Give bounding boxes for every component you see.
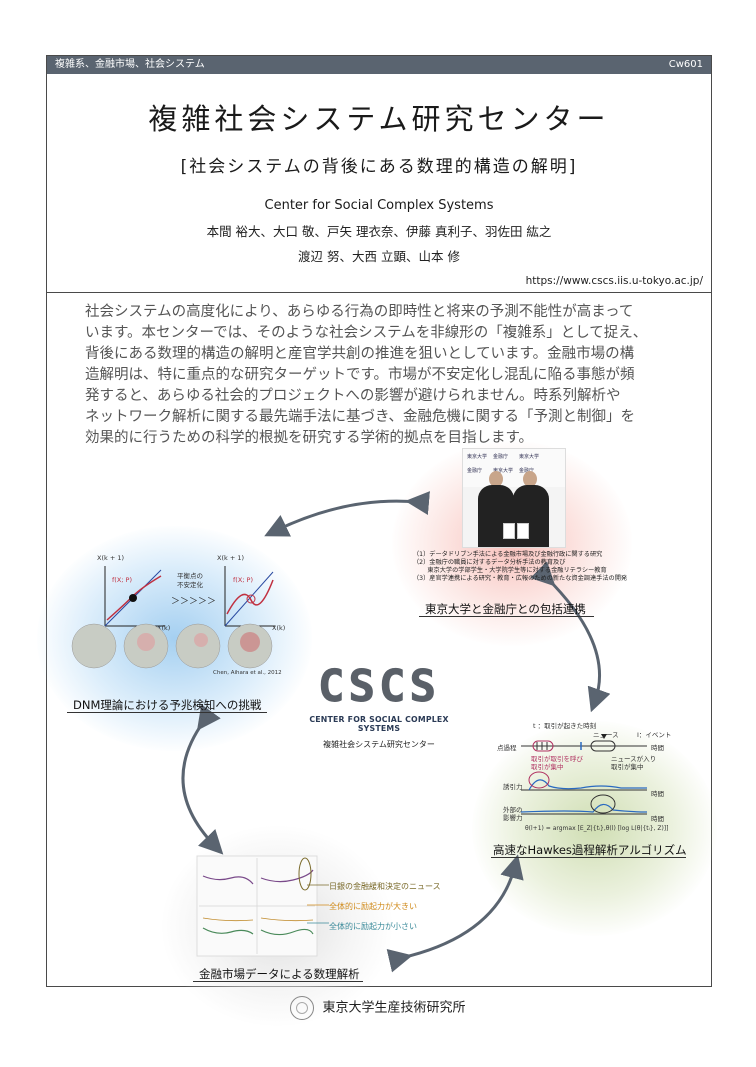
intro-line: 効果的に行うための科学的根拠を研究する学術的拠点を目指します。 — [85, 430, 534, 446]
arrow-partnership-dnm — [264, 491, 430, 537]
website-url[interactable]: https://www.cscs.iis.u-tokyo.ac.jp/ — [525, 275, 703, 287]
intro-line: ネットワーク解析に関する最先端手法に基づき、金融危機に関する「予測と制御」を — [85, 409, 635, 425]
hawkes-caption: 高速なHawkes過程解析アルゴリズム — [493, 843, 687, 857]
hawkes-row-external-b: 影響力 — [503, 814, 523, 822]
hawkes-formula: θ(l+1) = argmax [E_Z|{tᵢ},θ(l) [log L(θ|… — [525, 825, 669, 832]
dnm-func-left: f(X; P) — [112, 576, 132, 584]
market-annotation-news: 日銀の金融緩和決定のニュース — [329, 882, 441, 891]
dnm-diagram — [104, 566, 275, 627]
hawkes-note-right-1: ニュースが入り — [611, 755, 657, 763]
dnm-axis-y-left: X(k + 1) — [97, 554, 125, 562]
intro-line: 社会システムの高度化により、あらゆる行為の即時性と将来の予測不能性が高まって — [85, 304, 634, 320]
dnm-text-2: 不安定化 — [177, 581, 203, 589]
cscs-logo: CSCS CENTER FOR SOCIAL COMPLEX SYSTEMS 複… — [299, 661, 459, 750]
hawkes-event: I：イベント — [637, 731, 672, 739]
hawkes-time-2: 時間 — [651, 790, 664, 798]
hawkes-row-external: 外部の — [503, 806, 523, 814]
arrow-partnership-hawkes — [530, 561, 611, 713]
market-charts — [196, 855, 318, 957]
arrow-market-hawkes — [386, 854, 524, 973]
caption-underline — [491, 857, 686, 858]
hawkes-row-points: 点過程 — [497, 744, 517, 752]
intro-line: 造解明は、特に重点的な研究ターゲットです。市場が不安定化し混乱に陥る事態が頻 — [85, 367, 635, 383]
partnership-item: （3）産官学連携による研究・教育・広報のための新たな資金調達手法の開発 — [413, 575, 628, 582]
hawkes-t-label: t ：取引が起きた時刻 — [533, 722, 597, 730]
hawkes-time-1: 時間 — [651, 744, 664, 752]
cscs-japanese: 複雑社会システム研究センター — [323, 740, 435, 749]
intro-line: 背後にある数理的構造の解明と産官学共創の推進を狙いとしています。金融市場の構 — [85, 346, 635, 362]
arrow-dnm-market — [181, 704, 224, 855]
partnership-item: 東京大学の学部学生・大学院学生等に対する金融リテラシー教育 — [413, 567, 607, 574]
dnm-axis-x-right: X(k) — [272, 624, 286, 632]
caption-underline — [67, 712, 267, 713]
intro-line: 発すると、あらゆる社会的プロジェクトへの影響が避けられません。時系列解析や — [85, 388, 621, 404]
category-bar: 複雑系、金融市場、社会システム Cw601 — [47, 56, 711, 74]
photo-logo: 東京大学 — [493, 468, 514, 474]
partnership-item: （2）金融庁の職員に対するデータ分析手法の教育及び — [413, 559, 566, 566]
market-leaders — [307, 884, 329, 924]
authors-line-1: 本間 裕大、大口 敬、戸矢 理衣奈、伊藤 真利子、羽佐田 紘之 — [206, 224, 552, 239]
caption-underline — [419, 616, 594, 617]
page-subtitle: [社会システムの背後にある数理的構造の解明] — [180, 157, 578, 177]
partnership-items: （1）データドリブン手法による金融市場及び金融行政に関する研究 （2）金融庁の職… — [413, 551, 627, 583]
signing-photo: 東京大学 金融庁 東京大学 金融庁 東京大学 金融庁 — [462, 448, 566, 548]
poster-code: Cw601 — [668, 59, 703, 70]
dnm-axis-y-right: X(k + 1) — [217, 554, 245, 562]
dnm-text-1: 平衡点の — [177, 572, 203, 580]
category-label: 複雑系、金融市場、社会システム — [55, 59, 205, 70]
market-annotation-high: 全体的に励起力が大きい — [329, 902, 417, 911]
partnership-item: （1）データドリブン手法による金融市場及び金融行政に関する研究 — [413, 551, 603, 558]
hawkes-note-left-2: 取引が集中 — [531, 763, 564, 771]
footer-institution: 東京大学生産技術研究所 — [322, 1000, 466, 1016]
poster-frame: 複雑系、金融市場、社会システム Cw601 複雑社会システム研究センター [社会… — [37, 55, 717, 1026]
photo-logo: 金融庁 — [493, 454, 509, 460]
hawkes-row-attract: 誘引力 — [503, 783, 523, 791]
photo-logo: 金融庁 — [467, 468, 483, 474]
footer: 東京大学生産技術研究所 — [0, 996, 756, 1020]
hawkes-diagram — [520, 734, 648, 815]
market-annotation-low: 全体的に励起力が小さい — [329, 922, 417, 931]
partnership-caption: 東京大学と金融庁との包括連携 — [425, 602, 586, 616]
cscs-mark: CSCS — [318, 661, 440, 713]
intro-paragraph: 社会システムの高度化により、あらゆる行為の即時性と将来の予測不能性が高まって い… — [85, 302, 685, 449]
university-seal-icon — [290, 996, 315, 1020]
hawkes-note-left-1: 取引が取引を呼び — [531, 755, 583, 763]
photo-logo: 東京大学 — [467, 454, 488, 460]
dnm-arrows: ＞＞＞＞＞ — [171, 597, 217, 607]
caption-underline — [193, 981, 363, 982]
page-title: 複雑社会システム研究センター — [148, 102, 610, 136]
photo-logo: 東京大学 — [519, 454, 540, 460]
dnm-axis-x-left: X(k) — [157, 624, 171, 632]
dnm-func-right: f(X; P) — [233, 576, 253, 584]
hawkes-note-right-2: 取引が集中 — [611, 763, 644, 771]
hawkes-time-3: 時間 — [651, 815, 664, 823]
header-divider — [47, 292, 711, 293]
authors-line-2: 渡辺 努、大西 立顕、山本 修 — [298, 249, 460, 264]
dnm-caption: DNM理論における予兆検知への挑戦 — [73, 698, 262, 712]
market-caption: 金融市場データによる数理解析 — [199, 967, 360, 981]
network-snapshots — [71, 623, 273, 669]
cycle-arrows — [181, 491, 611, 973]
map-plot-right — [224, 566, 275, 627]
intro-line: います。本センターでは、そのような社会システムを非線形の「複雑系」として捉え、 — [85, 325, 648, 341]
map-plot-left — [104, 566, 165, 627]
dnm-citation: Chen, Aihara et al., 2012 — [213, 670, 282, 676]
english-title: Center for Social Complex Systems — [264, 198, 494, 213]
cscs-english: CENTER FOR SOCIAL COMPLEX SYSTEMS — [309, 715, 449, 733]
